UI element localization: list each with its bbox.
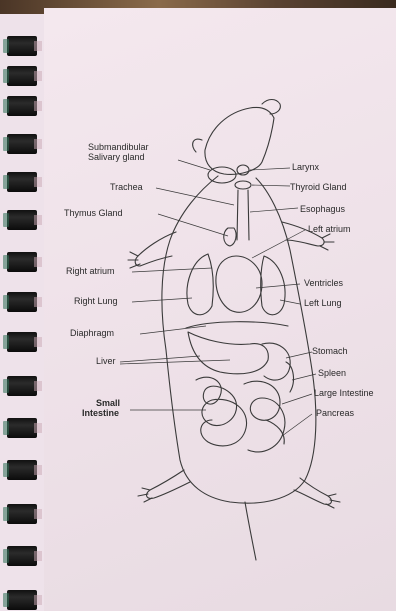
small-intestine-shape [196,377,247,446]
label-right-atrium: Right atrium [66,266,115,276]
paw-outline [320,234,334,250]
label-left-atrium: Left atrium [308,224,351,234]
leader-line [156,188,234,205]
label-pancreas: Pancreas [316,408,355,418]
label-liver: Liver [96,356,116,366]
label-right-lung: Right Lung [74,296,118,306]
leader-line [120,356,200,362]
liver-shape [188,332,268,374]
hindlimb-outline [147,470,190,498]
pancreas-shape [266,420,284,444]
heart-shape [216,256,262,312]
thymus-shape [224,228,236,246]
leader-line [250,208,298,212]
head-outline [205,107,274,174]
label-left-lung: Left Lung [304,298,342,308]
forelimb-outline [135,232,176,266]
label-large-intestine: Large Intestine [314,388,374,398]
label-esophagus: Esophagus [300,204,346,214]
label-small: Small [96,398,120,408]
leader-line [282,394,312,404]
leader-line [252,230,305,258]
label-thyroid-gland: Thyroid Gland [290,182,347,192]
right-lung-shape [187,254,213,315]
label-intestine: Intestine [82,408,119,418]
label-diaphragm: Diaphragm [70,328,114,338]
label-spleen: Spleen [318,368,346,378]
large-intestine-shape [244,381,285,452]
label-larynx: Larynx [292,162,320,172]
leader-line [158,214,228,236]
leader-line [140,326,206,334]
leader-line [286,352,312,358]
salivary-gland-shape [208,167,236,183]
ear-outline [262,100,280,115]
label-ventricles: Ventricles [304,278,344,288]
paw-outline [138,488,152,502]
diaphragm-shape [186,322,288,328]
leader-line [280,300,300,304]
leader-line [178,160,210,170]
ear-outline [193,139,202,152]
hindlimb-outline [294,478,331,504]
leader-line [282,414,312,436]
leader-line [132,268,212,272]
label-thymus-gland: Thymus Gland [64,208,123,218]
label-trachea: Trachea [110,182,143,192]
leader-line [252,185,290,186]
thyroid-shape [235,181,251,189]
label-submandibular: Submandibular [88,142,149,152]
label-salivary-gland: Salivary gland [88,152,145,162]
leader-line [256,284,300,288]
trachea-shape [237,190,249,240]
tail-outline [245,502,256,560]
leader-line [292,374,316,380]
paw-outline [326,494,340,508]
label-stomach: Stomach [312,346,348,356]
